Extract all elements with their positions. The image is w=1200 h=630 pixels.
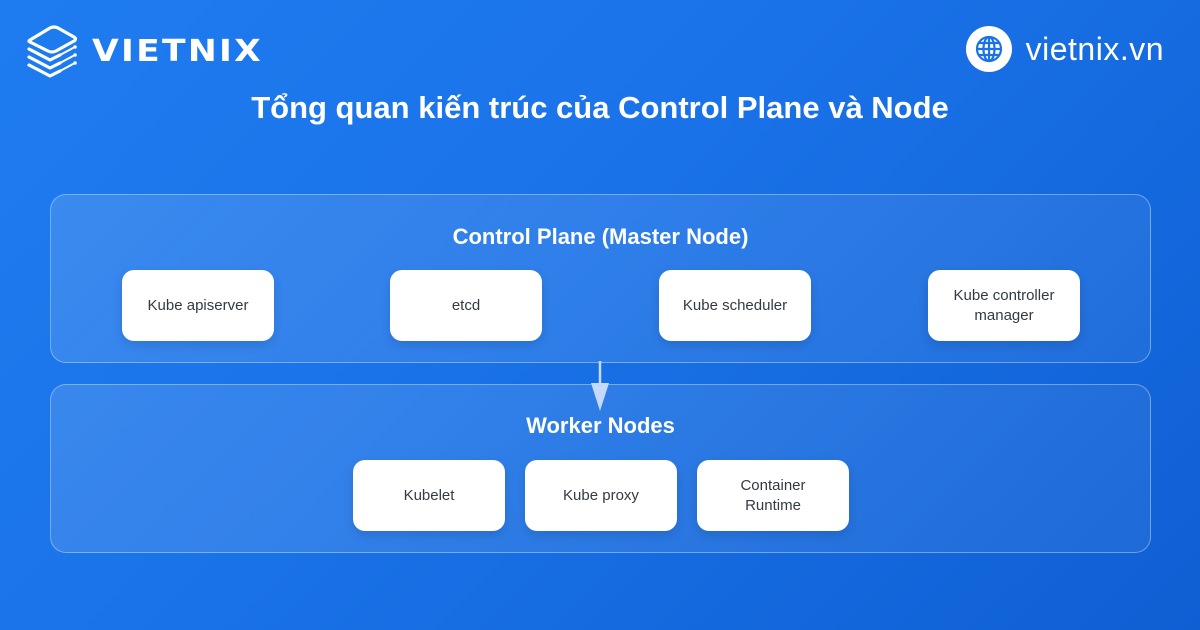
control-plane-panel: Control Plane (Master Node) Kube apiserv… bbox=[50, 194, 1151, 363]
component-etcd: etcd bbox=[390, 270, 542, 341]
component-kube-apiserver: Kube apiserver bbox=[122, 270, 274, 341]
component-label: Kube controller manager bbox=[953, 286, 1055, 324]
component-label: Kube scheduler bbox=[682, 296, 788, 314]
logo-text: VIETNIX bbox=[92, 33, 264, 69]
component-kube-scheduler: Kube scheduler bbox=[659, 270, 811, 341]
component-kube-proxy: Kube proxy bbox=[525, 460, 677, 531]
component-label: Kube proxy bbox=[563, 486, 639, 504]
website-badge: vietnix.vn bbox=[965, 26, 1164, 72]
control-plane-title: Control Plane (Master Node) bbox=[452, 224, 749, 249]
component-kube-controller-manager: Kube controller manager bbox=[928, 270, 1080, 341]
component-label: Kube apiserver bbox=[147, 296, 249, 314]
server-stack-icon bbox=[27, 25, 78, 78]
component-label: Kubelet bbox=[403, 486, 455, 504]
diagram-title: Tổng quan kiến trúc của Control Plane và… bbox=[251, 90, 949, 125]
worker-nodes-panel: Worker Nodes Kubelet Kube proxy Containe… bbox=[50, 384, 1151, 553]
globe-icon bbox=[965, 26, 1012, 72]
component-kubelet: Kubelet bbox=[353, 460, 505, 531]
arrow-down-icon bbox=[591, 361, 609, 411]
worker-nodes-title: Worker Nodes bbox=[526, 413, 675, 438]
component-label: Container Runtime bbox=[740, 476, 806, 514]
website-url: vietnix.vn bbox=[1025, 30, 1164, 67]
component-label: etcd bbox=[451, 296, 481, 314]
component-container-runtime: Container Runtime bbox=[697, 460, 849, 531]
vietnix-logo: VIETNIX bbox=[26, 22, 261, 80]
